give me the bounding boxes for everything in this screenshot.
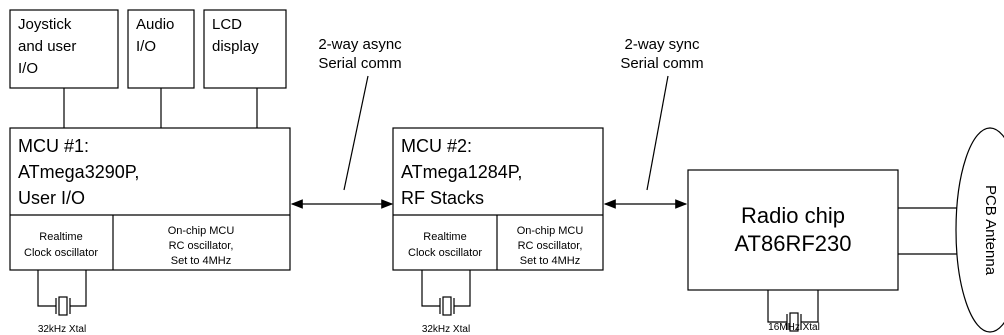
- sync-callout-leader: [646, 75, 669, 191]
- mcu1-block: MCU #1: ATmega3290P, User I/O Realtime C…: [9, 127, 291, 271]
- sync-label-line-2: Serial comm: [620, 55, 703, 72]
- joystick-line-1: Joystick: [18, 16, 72, 33]
- async-label-line-2: Serial comm: [318, 55, 401, 72]
- antenna-label: PCB Antenna: [982, 185, 999, 276]
- mcu1-crystal: 32kHz Xtal: [37, 270, 87, 335]
- mcu1-rtc-line-1: Realtime: [39, 231, 82, 243]
- mcu1-rtc-line-2: Clock oscillator: [24, 247, 98, 259]
- mcu2-rtc-line-1: Realtime: [423, 231, 466, 243]
- pcb-antenna: PCB Antenna: [955, 127, 1004, 333]
- mcu2-xtal-label: 32kHz Xtal: [422, 324, 470, 335]
- joystick-line-2: and user: [18, 38, 76, 55]
- audio-io-block: Audio I/O: [127, 9, 195, 89]
- audio-line-2: I/O: [136, 38, 156, 55]
- sync-label-line-1: 2-way sync: [624, 36, 700, 53]
- async-callout-leader: [343, 75, 369, 191]
- radio-chip-block: Radio chip AT86RF230: [687, 169, 899, 291]
- mcu2-rc-line-1: On-chip MCU: [517, 225, 584, 237]
- mcu2-crystal: 32kHz Xtal: [421, 270, 471, 335]
- mcu1-xtal-label: 32kHz Xtal: [38, 324, 86, 335]
- mcu1-title-line-2: ATmega3290P,: [18, 162, 139, 182]
- mcu1-rc-line-1: On-chip MCU: [168, 225, 235, 237]
- mcu1-rc-line-2: RC oscillator,: [169, 240, 234, 252]
- radio-title-line-2: AT86RF230: [735, 231, 852, 256]
- mcu1-rc-line-3: Set to 4MHz: [171, 255, 232, 267]
- audio-line-1: Audio: [136, 16, 174, 33]
- radio-title-line-1: Radio chip: [741, 203, 845, 228]
- radio-xtal-text: 16MHz Xtal: [768, 322, 820, 333]
- radio-crystal: 16MHz Xtal: [767, 290, 819, 332]
- mcu2-title-line-1: MCU #2:: [401, 136, 472, 156]
- mcu2-block: MCU #2: ATmega1284P, RF Stacks Realtime …: [392, 127, 604, 271]
- mcu2-rc-line-2: RC oscillator,: [518, 240, 583, 252]
- mcu1-title-line-1: MCU #1:: [18, 136, 89, 156]
- mcu2-title-line-2: ATmega1284P,: [401, 162, 522, 182]
- lcd-display-block: LCD display: [203, 9, 287, 89]
- mcu2-title-line-3: RF Stacks: [401, 188, 484, 208]
- joystick-io-block: Joystick and user I/O: [9, 9, 119, 89]
- mcu2-rtc-line-2: Clock oscillator: [408, 247, 482, 259]
- lcd-line-2: display: [212, 38, 259, 55]
- mcu2-rc-line-3: Set to 4MHz: [520, 255, 581, 267]
- joystick-line-3: I/O: [18, 60, 38, 77]
- async-label-line-1: 2-way async: [318, 36, 402, 53]
- lcd-line-1: LCD: [212, 16, 242, 33]
- mcu1-title-line-3: User I/O: [18, 188, 85, 208]
